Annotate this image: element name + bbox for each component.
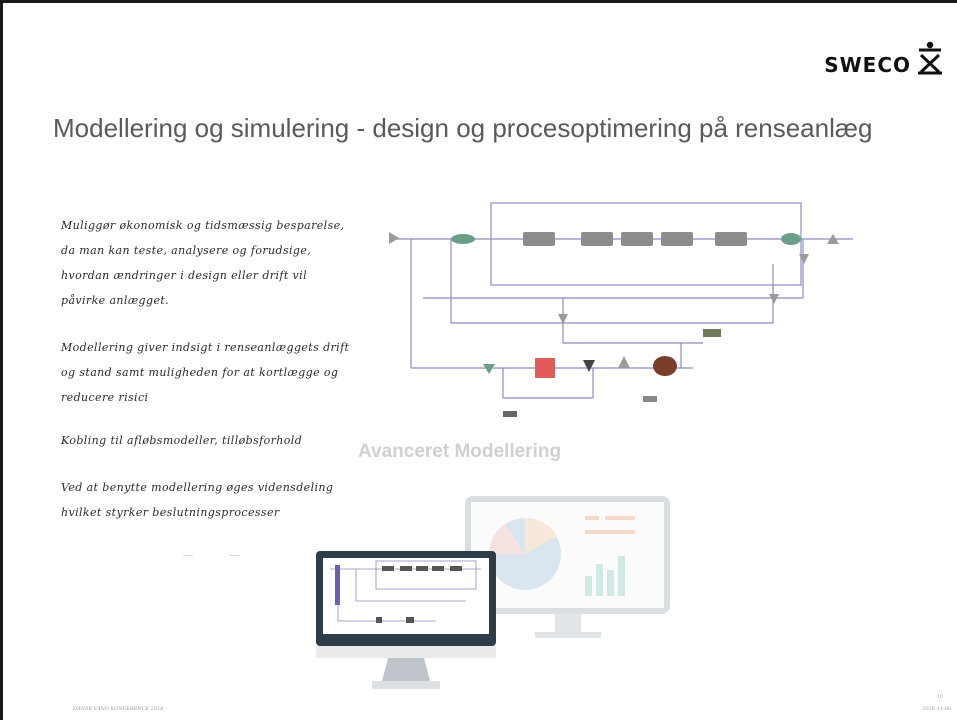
process-flowsheet-diagram: [389, 202, 853, 417]
bullet-insight: Modellering giver indsigt i renseanlægge…: [61, 341, 350, 404]
decorative-dash: [229, 555, 239, 556]
page-number: 10: [936, 694, 943, 700]
logo-text: SWECO: [824, 53, 911, 77]
flowsheet-monitor-illustration: [316, 551, 496, 689]
slide-title: Modellering og simulering - design og pr…: [53, 113, 873, 143]
dashboard-monitor-illustration: [465, 496, 670, 638]
sweco-logo-icon: [918, 41, 942, 75]
bullet-list: Muliggør økonomisk og tidsmæssig bespare…: [61, 213, 351, 547]
bullet-economy: Muliggør økonomisk og tidsmæssig bespare…: [61, 219, 345, 307]
bullet-knowledge-sharing: Ved at benytte modellering øges vidensde…: [61, 481, 334, 519]
decorative-dash: [183, 555, 193, 556]
image-caption: Avanceret Modellering: [358, 441, 562, 462]
sweco-logo: SWECO: [824, 41, 943, 75]
bullet-coupling: Kobling til afløbsmodeller, tilløbsforho…: [61, 434, 303, 447]
footer-event: DANSK VAND KONFERENCE 2016: [73, 706, 164, 712]
footer-date: 2016-11-06: [922, 706, 951, 712]
